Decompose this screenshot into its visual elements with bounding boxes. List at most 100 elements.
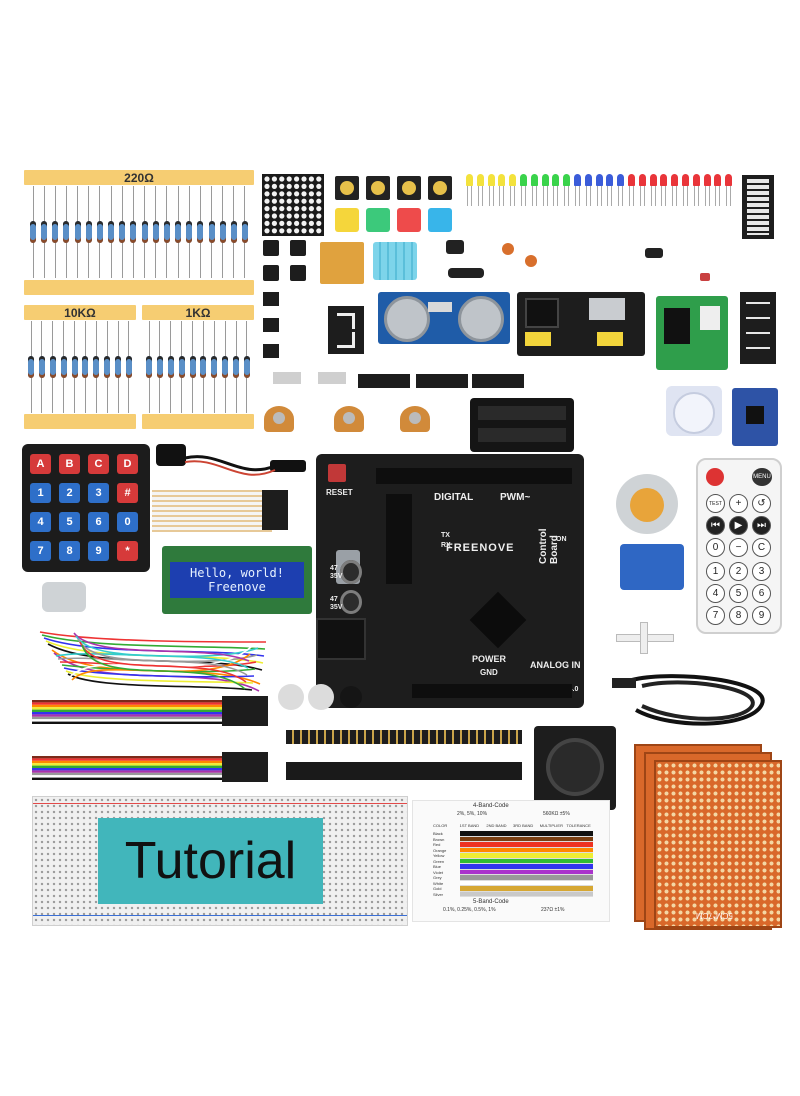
keypad-key[interactable]: 2 [59,483,80,503]
keypad-key[interactable]: 8 [59,541,80,561]
remote-key[interactable]: ⏮ [706,516,725,535]
card-row: Orange [433,847,594,853]
remote-key[interactable]: ▶ [729,516,748,535]
active-buzzer [308,684,334,710]
led [692,174,700,206]
resistor-label-10k: 10KΩ [64,306,96,320]
battery-snap-cable [184,455,276,476]
usb-cable [612,674,765,726]
capacitor-label: 47 35V [330,596,343,611]
remote-key[interactable]: + [729,494,748,513]
pin-header-male [286,730,522,744]
card-color-cell [459,875,487,881]
resistor [222,321,229,413]
resistor [241,186,248,278]
keypad-key[interactable]: 6 [88,512,109,532]
keypad-key[interactable]: 4 [30,512,51,532]
remote-key[interactable]: 1 [706,562,725,581]
dc-motor [42,582,86,612]
ribbon-strand [32,700,222,703]
remote-key[interactable]: 9 [752,606,771,625]
keypad-key[interactable]: 9 [88,541,109,561]
protoboard: 5CM*7CM [654,760,782,928]
ceramic-capacitor [502,243,514,255]
remote-key[interactable]: ↺ [752,494,771,513]
resistor [85,186,92,278]
card-color-cell [486,886,514,892]
keypad-key[interactable]: B [59,454,80,474]
led [552,174,560,206]
keypad-key[interactable]: D [117,454,138,474]
pin-header-female [286,762,522,780]
resistor [156,321,163,413]
remote-key[interactable]: 0 [706,538,725,557]
card-column-header: MULTIPLIER [539,823,563,828]
remote-key[interactable]: 5 [729,584,748,603]
card-color-name: Brown [433,836,445,842]
card-row: Grey [433,875,594,881]
led [682,174,689,206]
ribbon-strand [32,770,222,773]
keypad-key[interactable]: 5 [59,512,80,532]
card-color-cell [459,886,487,892]
remote-key[interactable]: TEST [706,494,725,513]
remote-key[interactable]: 8 [729,606,748,625]
remote-key[interactable]: C [752,538,771,557]
servo-motor [620,544,684,590]
keypad-key[interactable]: * [117,541,138,561]
card-color-cell [513,853,540,859]
led-bar-graph [742,175,774,239]
remote-key[interactable]: 7 [706,606,725,625]
card-color-name: Violet [433,869,443,875]
led [509,174,517,206]
card-color-cell [486,831,514,837]
ribbon-connector [222,752,268,782]
remote-key[interactable]: 3 [752,562,771,581]
keypad-key[interactable]: 7 [30,541,51,561]
remote-key[interactable]: 6 [752,584,771,603]
resistor [49,321,56,413]
ribbon-strand [32,756,222,759]
led [520,174,527,206]
remote-key[interactable]: 4 [706,584,725,603]
card-color-cell [486,875,514,881]
jumper-wires-bundle [39,631,267,692]
ribbon-strand [32,707,222,710]
keypad-key[interactable]: A [30,454,51,474]
resistor [163,186,170,278]
card-column-header: 3RD BAND [513,823,534,828]
capacitor-label: 47 35V [330,565,343,580]
jumper-wire [79,641,247,683]
card-row: White [433,880,594,886]
keypad-key[interactable]: 0 [117,512,138,532]
keypad-key[interactable]: 3 [88,483,109,503]
keypad-key[interactable]: 1 [30,483,51,503]
ribbon-strand [32,765,222,768]
card-column-header: COLOR [433,823,448,828]
board-power-label: POWER [472,654,507,664]
ribbon-strand [32,719,222,722]
remote-key[interactable]: 2 [729,562,748,581]
card-color-cell [459,858,487,864]
ribbon-strand [32,714,222,717]
resistor [96,186,103,278]
keypad-key[interactable]: C [88,454,109,474]
card-color-cell [486,847,514,853]
remote-key[interactable]: − [729,538,748,557]
resistor-label-1k: 1KΩ [185,306,211,320]
jumper-wire [77,638,248,676]
card-color-cell [459,853,487,859]
card-color-name: Grey [433,875,442,880]
ribbon-strand [32,763,222,766]
remote-key[interactable]: ⏭ [752,516,771,535]
ribbon-strand [32,702,222,705]
keypad-key[interactable]: # [117,483,138,503]
ribbon-strand [32,777,222,780]
resistor [52,186,59,278]
card-row: Yellow [433,853,594,859]
board-on-label: ON [556,536,567,543]
card-color-name: White [433,880,444,886]
remote-menu-key[interactable]: MENU [752,468,772,486]
lcd-line1: Hello, world! [190,566,284,580]
ribbon-strand [32,760,222,764]
